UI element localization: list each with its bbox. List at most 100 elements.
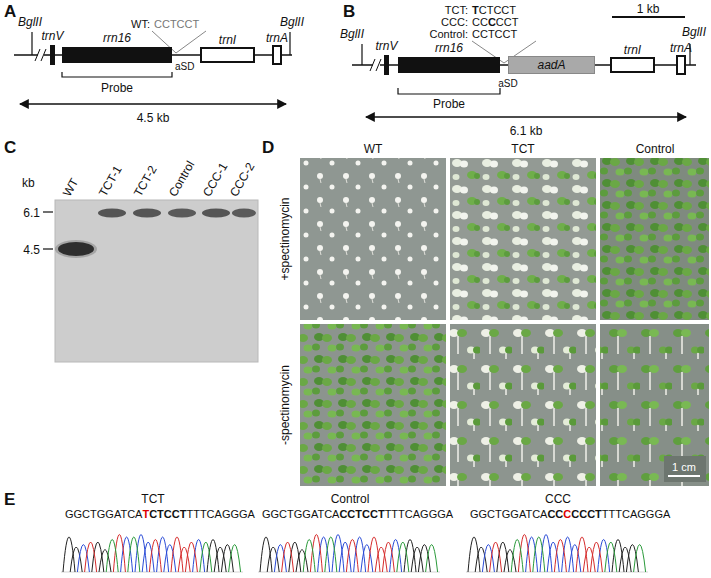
gene-label: aadA <box>537 58 565 72</box>
panel-letter: E <box>4 490 15 509</box>
column-header: Control <box>636 142 675 156</box>
seedling-photos <box>664 456 706 482</box>
genome-map-b <box>352 17 696 117</box>
gene-label: rrn16 <box>435 41 463 55</box>
genome-map-a <box>289 32 290 55</box>
site-label-group: BglII <box>340 26 364 41</box>
seedling-photos <box>450 324 596 486</box>
genome-map-b <box>398 88 500 94</box>
sequence-label-group: TCT: <box>445 2 468 17</box>
southern-blot <box>133 209 161 218</box>
chromatogram <box>61 535 648 573</box>
scale-label: 1 cm <box>672 461 696 473</box>
gene-box: aadA <box>508 56 595 74</box>
sequence: TTTCAGGGA <box>602 508 670 520</box>
sequence-label: CCC: <box>441 16 468 28</box>
sequence: C <box>563 508 571 520</box>
sequence-group: TCTCCT <box>472 2 516 17</box>
southern-blot <box>43 200 258 362</box>
panel-letter: B <box>343 2 355 21</box>
lane-label: TCT-2 <box>131 163 160 199</box>
trace-title: TCT <box>141 492 164 506</box>
gene-label: trnV <box>41 29 63 43</box>
lane-label: CCC-1 <box>200 160 230 199</box>
gene-box: trnV <box>50 45 55 65</box>
unit-label: kb <box>22 176 35 190</box>
sequence: T <box>142 508 149 520</box>
panel-letter-group: C <box>4 138 16 157</box>
lane-label: CCC-2 <box>227 160 257 199</box>
scale-label: 1 kb <box>637 2 660 16</box>
gene-box: trnI <box>200 47 255 63</box>
lane-label: TCT-1 <box>96 163 125 199</box>
sequence-label: WT: <box>131 18 150 30</box>
unit-label-group: kb <box>22 175 35 190</box>
panel-letter: A <box>4 2 16 21</box>
trace-title-group: Control <box>331 491 370 506</box>
sequence: CCTCCT <box>154 18 199 30</box>
site-label-group: BglII <box>682 24 706 39</box>
sequence: GGCTGGATCA <box>262 508 339 520</box>
size-label: 6.1 kb <box>510 124 543 138</box>
region-label-group: aSD <box>498 75 517 91</box>
sequence: CTCCT <box>479 4 516 16</box>
site-label-group: BglII <box>280 14 304 29</box>
sequence: T <box>472 4 479 16</box>
lane-label-group: TCT-1 <box>95 163 125 199</box>
sequence-label-group: WT: <box>131 16 150 31</box>
site-label-group: BglII <box>18 14 42 29</box>
gene-label: trnI <box>219 33 236 47</box>
seedling-photos <box>300 158 709 486</box>
probe-label-group: Probe <box>433 96 465 111</box>
genome-map-b <box>366 116 686 117</box>
marker-size-group: 4.5 <box>23 242 40 257</box>
southern-blot <box>202 209 230 218</box>
size-label-group: 6.1 kb <box>510 123 543 138</box>
sequence-label-group: Control: <box>429 26 468 41</box>
gene-box: rrn16 <box>398 57 500 73</box>
sequence: C <box>488 16 496 28</box>
southern-blot <box>232 209 256 218</box>
lane-label-group: Control <box>165 158 197 199</box>
southern-blot <box>43 248 53 249</box>
genome-map-a <box>41 49 46 61</box>
sequence: CCTCCT <box>339 508 384 520</box>
probe-label: Probe <box>433 97 465 111</box>
sequence: CTCCT <box>149 508 186 520</box>
column-header: TCT <box>511 142 534 156</box>
gene-box: rrn16 <box>62 47 172 63</box>
gene-box: trnV <box>384 55 389 75</box>
size-label: 4.5 kb <box>137 111 170 125</box>
lane-label: WT <box>60 176 81 199</box>
genome-map-a <box>20 103 286 104</box>
sequence: GGCTGGATCA <box>470 508 547 520</box>
region-label: aSD <box>498 78 517 89</box>
gene-label: trnV <box>375 39 397 53</box>
genome-map-a <box>62 72 172 77</box>
gene-label: trnA <box>670 41 692 55</box>
sequence-group: GGCTGGATCATCTCCTTTTCAGGGA <box>65 506 255 521</box>
gene-box: trnI <box>610 57 655 73</box>
southern-blot <box>43 211 53 212</box>
panel-letter: C <box>4 138 16 157</box>
seedling-photos <box>450 158 596 320</box>
sequence: GGCTGGATCA <box>65 508 142 520</box>
probe-label: Probe <box>101 81 133 95</box>
gene-box: trnA <box>272 45 282 65</box>
chromatogram <box>61 535 243 573</box>
panel-letter-group: E <box>4 490 15 509</box>
panel-letter: D <box>262 138 274 157</box>
size-label-group: 4.5 kb <box>137 110 170 125</box>
sequence: TTTCAGGGA <box>385 508 453 520</box>
seedling-photos <box>600 324 709 486</box>
sequence: CCCT <box>571 508 602 520</box>
seedling-photos <box>300 324 446 486</box>
marker-size: 4.5 <box>23 243 40 257</box>
column-header-group: TCT <box>511 141 534 156</box>
site-label: BglII <box>18 15 42 29</box>
marker-size: 6.1 <box>23 206 40 220</box>
panel-letter-group: A <box>4 2 16 21</box>
lane-label-group: CCC-2 <box>226 160 257 199</box>
lane-label-group: TCT-2 <box>130 163 160 199</box>
trace-title-group: TCT <box>141 491 164 506</box>
